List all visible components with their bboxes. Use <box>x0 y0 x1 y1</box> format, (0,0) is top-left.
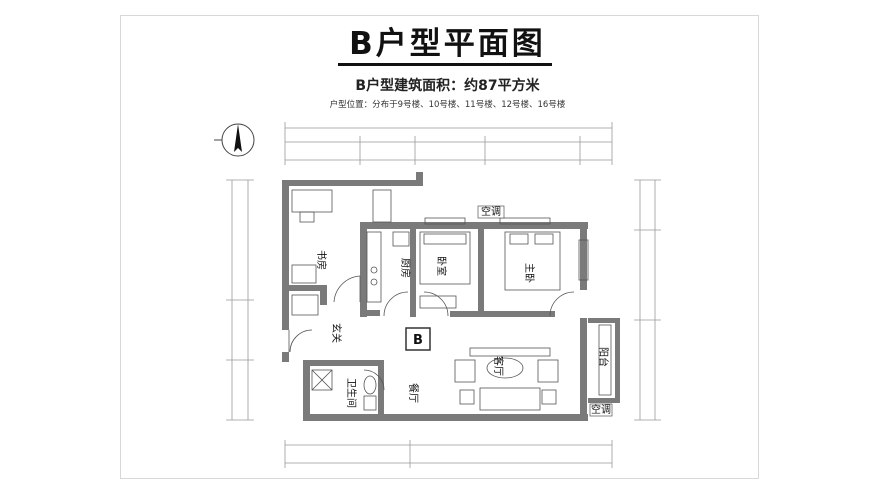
room-dining: 餐厅 <box>407 383 420 403</box>
unit-label: B <box>413 333 423 348</box>
furniture <box>291 189 561 411</box>
title-underline <box>338 63 552 66</box>
room-balcony: 阳台 <box>597 347 610 367</box>
ac-labels: 空调 空调 <box>477 205 613 417</box>
plan-title: B户型平面图 <box>349 26 546 62</box>
room-entry: 玄关 <box>330 323 343 343</box>
ac-label-bottom: 空调 <box>591 403 611 416</box>
room-labels: 书房 厨房 卧室 主卧 玄关 卫生间 餐厅 客厅 阳台 <box>315 250 610 408</box>
unit-label-box: B <box>405 327 431 351</box>
windows <box>372 189 612 396</box>
room-bathroom: 卫生间 <box>345 378 358 408</box>
room-kitchen: 厨房 <box>399 258 412 278</box>
room-master: 主卧 <box>523 263 536 283</box>
walls <box>282 172 620 421</box>
drawing-sheet <box>120 15 759 479</box>
dimension-lines <box>226 122 661 468</box>
doors <box>288 275 575 391</box>
compass-icon <box>214 123 255 157</box>
ac-label-top: 空调 <box>481 205 501 218</box>
room-bedroom: 卧室 <box>435 256 448 276</box>
room-living: 客厅 <box>492 356 505 376</box>
area-subtitle: B户型建筑面积：约87平方米 <box>355 78 540 94</box>
unit-location: 户型位置：分布于9号楼、10号楼、11号楼、12号楼、16号楼 <box>329 100 566 110</box>
room-study: 书房 <box>315 250 328 270</box>
